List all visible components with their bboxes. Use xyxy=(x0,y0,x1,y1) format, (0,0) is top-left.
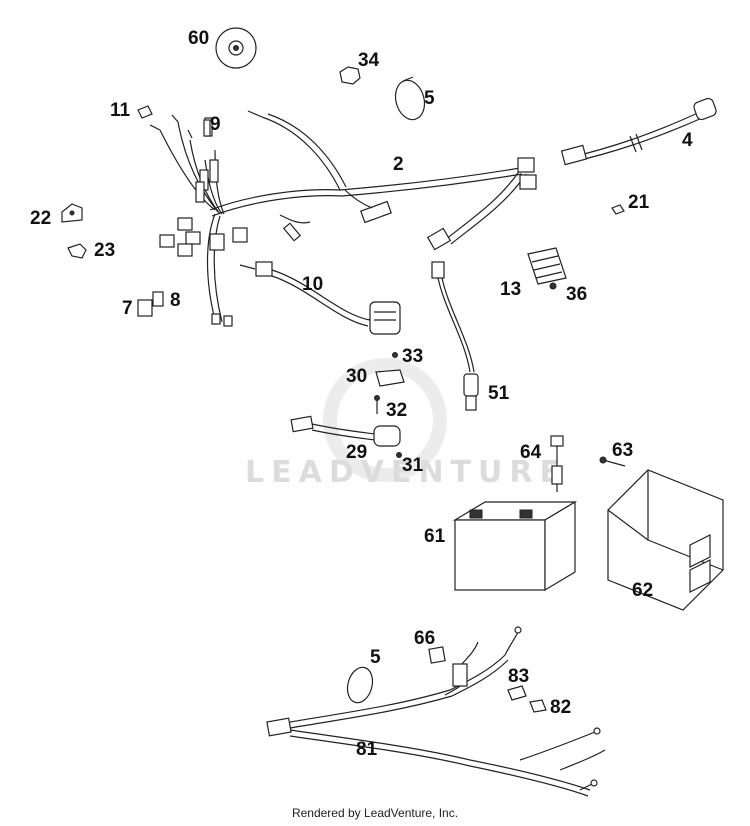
part-4-cable[interactable] xyxy=(560,97,718,166)
callout-34: 34 xyxy=(358,50,380,71)
callout-33: 33 xyxy=(402,346,423,367)
part-5-cable-tie-bottom[interactable] xyxy=(344,665,376,706)
part-22-bracket[interactable] xyxy=(61,203,83,223)
callout-29: 29 xyxy=(346,442,367,463)
callout-32: 32 xyxy=(386,400,407,421)
callout-5-bottom: 5 xyxy=(370,647,381,668)
part-11-clip[interactable] xyxy=(137,105,153,119)
callout-labels: 60 34 5 11 9 4 2 21 22 23 10 13 36 7 8 3… xyxy=(30,28,693,760)
part-36-bolt[interactable] xyxy=(549,282,557,290)
callout-61: 61 xyxy=(424,526,446,547)
part-64-fuse[interactable] xyxy=(550,435,564,492)
part-21-nut[interactable] xyxy=(611,204,625,215)
part-62-battery-box[interactable] xyxy=(607,469,724,611)
callout-82: 82 xyxy=(550,697,571,718)
callout-66: 66 xyxy=(414,628,435,649)
part-29-sensor[interactable] xyxy=(290,415,401,447)
part-83-connector[interactable] xyxy=(507,685,527,701)
callout-60: 60 xyxy=(188,28,209,49)
part-23-clip[interactable] xyxy=(67,243,87,259)
callout-9: 9 xyxy=(210,114,221,135)
callout-5-top: 5 xyxy=(424,88,435,109)
callout-81: 81 xyxy=(356,739,378,760)
callout-8: 8 xyxy=(170,290,181,311)
part-8-relay-bracket[interactable] xyxy=(152,291,164,307)
callout-64: 64 xyxy=(520,442,542,463)
part-7-relay[interactable] xyxy=(137,299,153,317)
part-63-bolt[interactable] xyxy=(599,456,626,467)
part-81-sub-harness[interactable] xyxy=(266,626,606,797)
part-51-sensor[interactable] xyxy=(431,261,479,411)
callout-11: 11 xyxy=(110,100,131,121)
callout-36: 36 xyxy=(566,284,587,305)
callout-23: 23 xyxy=(94,240,115,261)
callout-4: 4 xyxy=(682,130,693,151)
callout-21: 21 xyxy=(628,192,650,213)
part-5-cable-tie-top[interactable] xyxy=(391,76,428,123)
part-33-screw[interactable] xyxy=(392,352,398,358)
callout-30: 30 xyxy=(346,366,367,387)
callout-83: 83 xyxy=(508,666,529,687)
callout-31: 31 xyxy=(402,455,424,476)
part-13-regulator[interactable] xyxy=(527,247,567,285)
watermark: LEADVENTURE xyxy=(245,358,567,490)
part-66-connector[interactable] xyxy=(428,646,446,664)
part-61-battery[interactable] xyxy=(452,500,578,592)
callout-7: 7 xyxy=(122,298,133,319)
callout-2: 2 xyxy=(393,154,404,175)
part-60-stator[interactable] xyxy=(215,27,257,69)
part-32-bolt[interactable] xyxy=(374,395,380,415)
callout-62: 62 xyxy=(632,580,653,601)
part-82-connector[interactable] xyxy=(529,699,547,713)
callout-63: 63 xyxy=(612,440,633,461)
part-9-fuse[interactable] xyxy=(203,119,211,137)
callout-51: 51 xyxy=(488,383,510,404)
part-34-boot[interactable] xyxy=(339,66,361,85)
callout-10: 10 xyxy=(302,274,323,295)
callout-13: 13 xyxy=(500,279,521,300)
watermark-text: LEADVENTURE xyxy=(245,455,567,490)
part-10-ignition-coil[interactable] xyxy=(239,261,401,335)
part-2-main-harness[interactable] xyxy=(149,110,537,327)
part-31-screw[interactable] xyxy=(396,452,402,458)
part-30-bracket[interactable] xyxy=(375,369,405,387)
footer-credit: Rendered by LeadVenture, Inc. xyxy=(291,806,459,820)
callout-22: 22 xyxy=(30,208,51,229)
